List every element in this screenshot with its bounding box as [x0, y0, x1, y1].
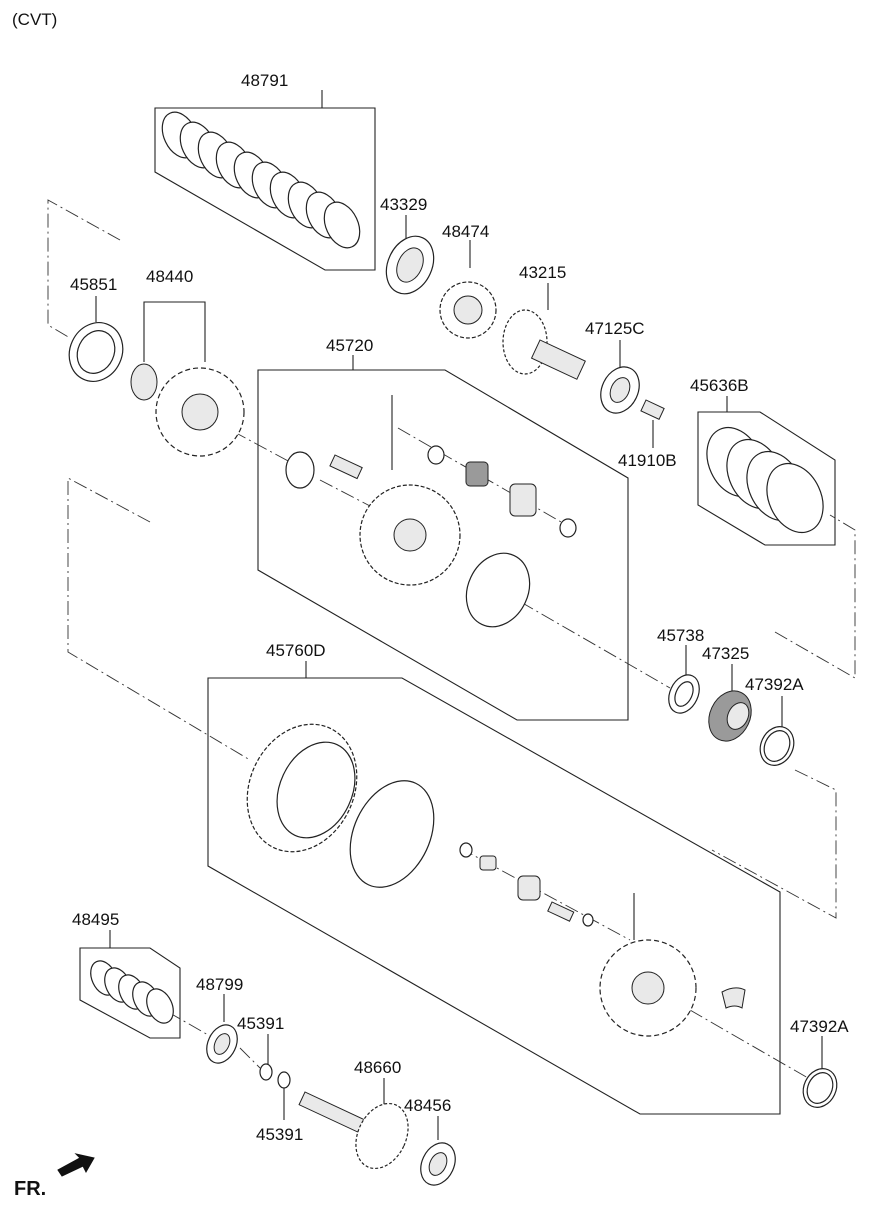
part-label-48456[interactable]: 48456: [404, 1096, 452, 1115]
clutch-pack-48791: [161, 111, 361, 249]
assembly-center-lines: [47, 199, 856, 1079]
part-label-45391-bottom[interactable]: 45391: [256, 1125, 304, 1144]
ring-gear-45760d: [246, 723, 746, 1037]
part-label-45636b[interactable]: 45636B: [690, 376, 749, 395]
part-label-48660[interactable]: 48660: [354, 1058, 402, 1077]
spring-48495: [90, 960, 174, 1024]
part-label-47125c[interactable]: 47125C: [585, 319, 645, 338]
pin-41910b: [640, 399, 665, 420]
group-box-48495: [79, 947, 181, 1039]
snap-ring-47392a-top: [759, 726, 795, 766]
planetary-carrier-45720: [285, 395, 577, 628]
group-box-45720: [257, 369, 629, 721]
part-label-48474[interactable]: 48474: [442, 222, 490, 241]
gear-48474: [439, 281, 497, 339]
front-direction-label: FR.: [14, 1178, 47, 1200]
part-label-45738[interactable]: 45738: [657, 626, 705, 645]
group-box-48791: [154, 107, 376, 271]
part-label-48791[interactable]: 48791: [241, 71, 289, 90]
part-label-48495[interactable]: 48495: [72, 910, 120, 929]
helical-gear-43215: [502, 309, 586, 380]
washer-48799: [206, 1024, 238, 1064]
part-label-47325[interactable]: 47325: [702, 644, 750, 663]
part-label-45720[interactable]: 45720: [326, 336, 374, 355]
clutch-pack-45636b: [706, 426, 824, 534]
part-label-48440[interactable]: 48440: [146, 267, 194, 286]
part-label-45760d[interactable]: 45760D: [266, 641, 326, 660]
snap-ring-45391-bottom: [277, 1071, 291, 1089]
part-label-41910b[interactable]: 41910B: [618, 451, 677, 470]
snap-ring-45391-top: [259, 1063, 273, 1081]
shaft-gear-48660: [298, 1091, 409, 1170]
front-direction-arrow-icon: [57, 1153, 95, 1177]
washer-45738: [668, 674, 700, 714]
diagram-variant-label: (CVT): [12, 10, 58, 29]
bearing-47125c: [600, 366, 640, 414]
part-label-43329[interactable]: 43329: [380, 195, 428, 214]
bearing-48456: [420, 1142, 456, 1186]
part-label-47392a-top[interactable]: 47392A: [745, 675, 804, 694]
group-box-45760d: [207, 677, 781, 1115]
part-label-45851[interactable]: 45851: [70, 275, 118, 294]
group-box-45636b: [697, 411, 836, 546]
part-label-43215[interactable]: 43215: [519, 263, 567, 282]
gear-hub-48440: [130, 363, 245, 457]
bearing-43329: [385, 235, 435, 295]
snap-ring-47392a-bottom: [802, 1068, 838, 1108]
washer-45851: [68, 322, 124, 382]
part-label-48799[interactable]: 48799: [196, 975, 244, 994]
part-label-45391-top[interactable]: 45391: [237, 1014, 285, 1033]
part-label-47392a-bottom[interactable]: 47392A: [790, 1017, 849, 1036]
gear-47325: [708, 690, 752, 742]
leader-lines: [95, 90, 823, 1140]
